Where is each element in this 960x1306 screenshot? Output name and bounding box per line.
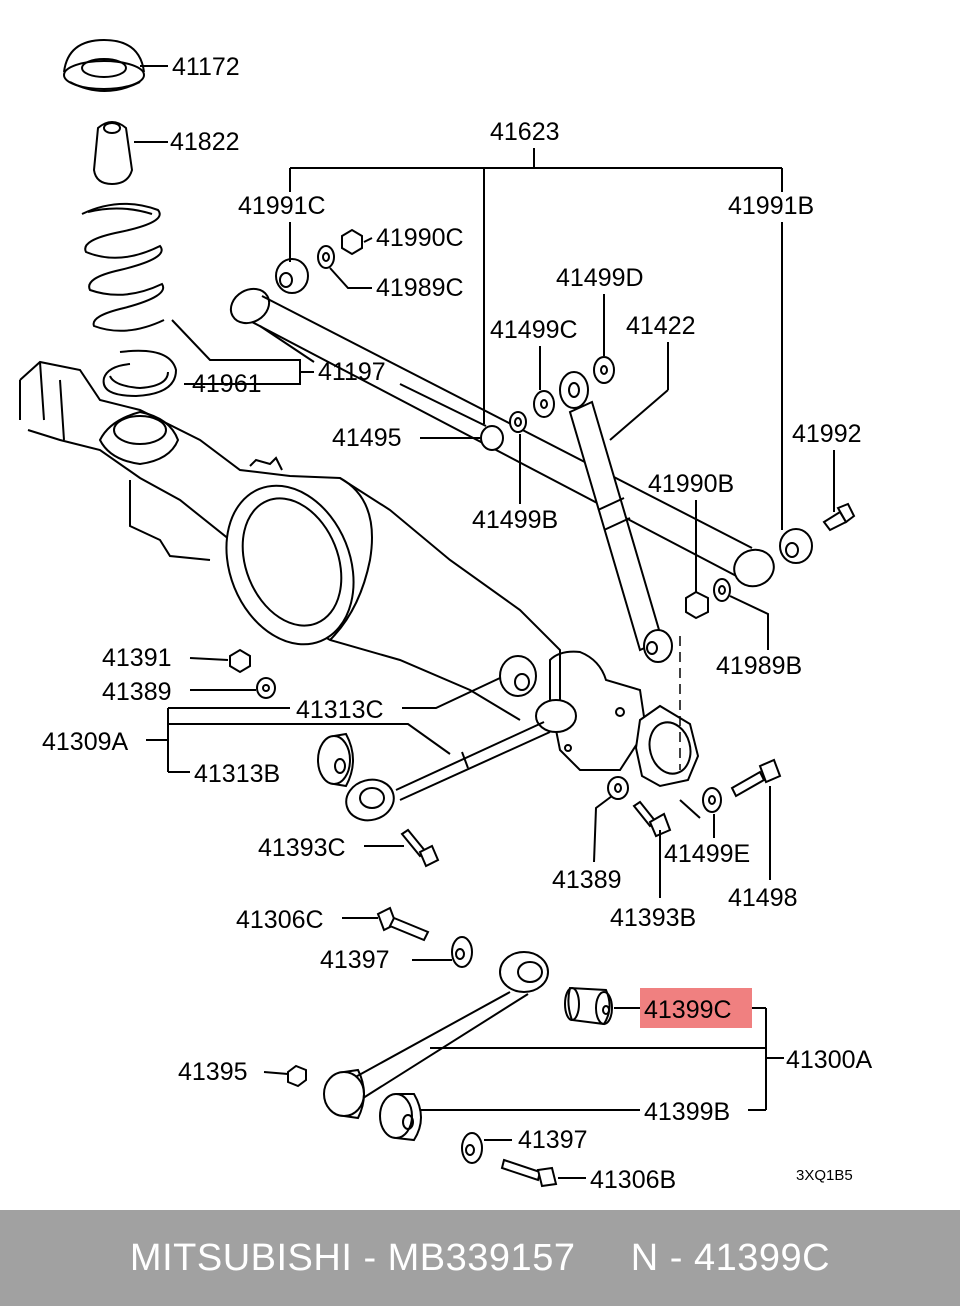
- shock-absorber-41422: [559, 371, 701, 819]
- label-41499C[interactable]: 41499C: [490, 316, 578, 344]
- lower-arm-41300A: [323, 951, 549, 1120]
- label-41393C[interactable]: 41393C: [258, 834, 346, 862]
- label-41395[interactable]: 41395: [178, 1058, 248, 1086]
- label-41306B[interactable]: 41306B: [590, 1166, 676, 1194]
- washer-41389-upper: [256, 677, 276, 699]
- bush-41399B: [379, 1093, 422, 1142]
- label-41389-upper[interactable]: 41389: [102, 678, 172, 706]
- washer-41499C: [533, 390, 555, 418]
- nut-41990C: [341, 228, 363, 256]
- label-41397-upper[interactable]: 41397: [320, 946, 390, 974]
- highlight-box: [640, 988, 752, 1028]
- bush-41495: [480, 425, 504, 451]
- bolt-41992: [822, 502, 856, 532]
- label-41389-lower[interactable]: 41389: [552, 866, 622, 894]
- washer-41499E: [702, 787, 722, 813]
- label-41393B[interactable]: 41393B: [610, 904, 696, 932]
- label-41822[interactable]: 41822: [170, 128, 240, 156]
- label-41399B[interactable]: 41399B: [644, 1098, 730, 1126]
- label-41495[interactable]: 41495: [332, 424, 402, 452]
- label-41399C[interactable]: 41399C: [644, 996, 732, 1024]
- axle-housing: [19, 360, 700, 788]
- spring-lower-seat-41961: [102, 349, 178, 398]
- diagram-code: 3XQ1B5: [796, 1167, 853, 1184]
- label-41498[interactable]: 41498: [728, 884, 798, 912]
- washer-41989C: [317, 245, 335, 269]
- label-41961[interactable]: 41961: [192, 370, 262, 398]
- label-41172[interactable]: 41172: [172, 53, 240, 81]
- bolt-41393C: [400, 828, 440, 868]
- label-41990C[interactable]: 41990C: [376, 224, 464, 252]
- bolt-41498: [730, 758, 782, 798]
- label-41989B[interactable]: 41989B: [716, 652, 802, 680]
- bush-41399C: [564, 986, 613, 1026]
- spring-upper-seat-41172: [63, 38, 145, 92]
- washer-41397-upper: [451, 936, 473, 968]
- footer-bar: MITSUBISHI - MB339157 N - 41399C: [0, 1210, 960, 1306]
- coil-spring: [81, 202, 165, 332]
- nut-41395: [287, 1064, 307, 1088]
- label-41306C[interactable]: 41306C: [236, 906, 324, 934]
- label-41499B[interactable]: 41499B: [472, 506, 558, 534]
- label-41992[interactable]: 41992: [792, 420, 862, 448]
- label-41990B[interactable]: 41990B: [648, 470, 734, 498]
- label-41991C[interactable]: 41991C: [238, 192, 326, 220]
- label-41313B[interactable]: 41313B: [194, 760, 280, 788]
- parts-diagram: 41172 41822 41623 41991C 41991B 41990C 4…: [19, 38, 873, 1194]
- bush-41313B: [317, 732, 354, 788]
- label-41313C[interactable]: 41313C: [296, 696, 384, 724]
- washer-41389-lower: [607, 776, 629, 800]
- label-41499E[interactable]: 41499E: [664, 840, 750, 868]
- upper-arm-41197: [229, 287, 775, 588]
- label-41197[interactable]: 41197: [318, 358, 386, 386]
- label-41499D[interactable]: 41499D: [556, 264, 644, 292]
- nut-41990B: [685, 590, 709, 620]
- bolt-41306C: [376, 906, 430, 942]
- label-41300A[interactable]: 41300A: [786, 1046, 873, 1074]
- bolt-41306B: [500, 1158, 558, 1188]
- label-41991B[interactable]: 41991B: [728, 192, 814, 220]
- bush-41991B: [779, 528, 813, 564]
- washer-41499D: [593, 356, 615, 384]
- lateral-rod-41309A: [345, 655, 577, 822]
- leader-lines: [134, 65, 835, 1179]
- footer-part-info: MITSUBISHI - MB339157 N - 41399C: [129, 1236, 831, 1279]
- label-41397-lower[interactable]: 41397: [518, 1126, 588, 1154]
- label-41391[interactable]: 41391: [102, 644, 172, 672]
- washer-41989B: [713, 578, 731, 602]
- washer-41397-lower: [461, 1132, 483, 1164]
- bolt-41393B: [632, 800, 672, 838]
- nut-41391: [229, 648, 251, 674]
- label-41989C[interactable]: 41989C: [376, 274, 464, 302]
- bump-stopper-41822: [92, 121, 134, 186]
- label-41309A[interactable]: 41309A: [42, 728, 129, 756]
- label-41422[interactable]: 41422: [626, 312, 696, 340]
- label-41623[interactable]: 41623: [490, 118, 560, 146]
- washer-41499B: [509, 411, 527, 433]
- bush-41991C: [275, 258, 309, 294]
